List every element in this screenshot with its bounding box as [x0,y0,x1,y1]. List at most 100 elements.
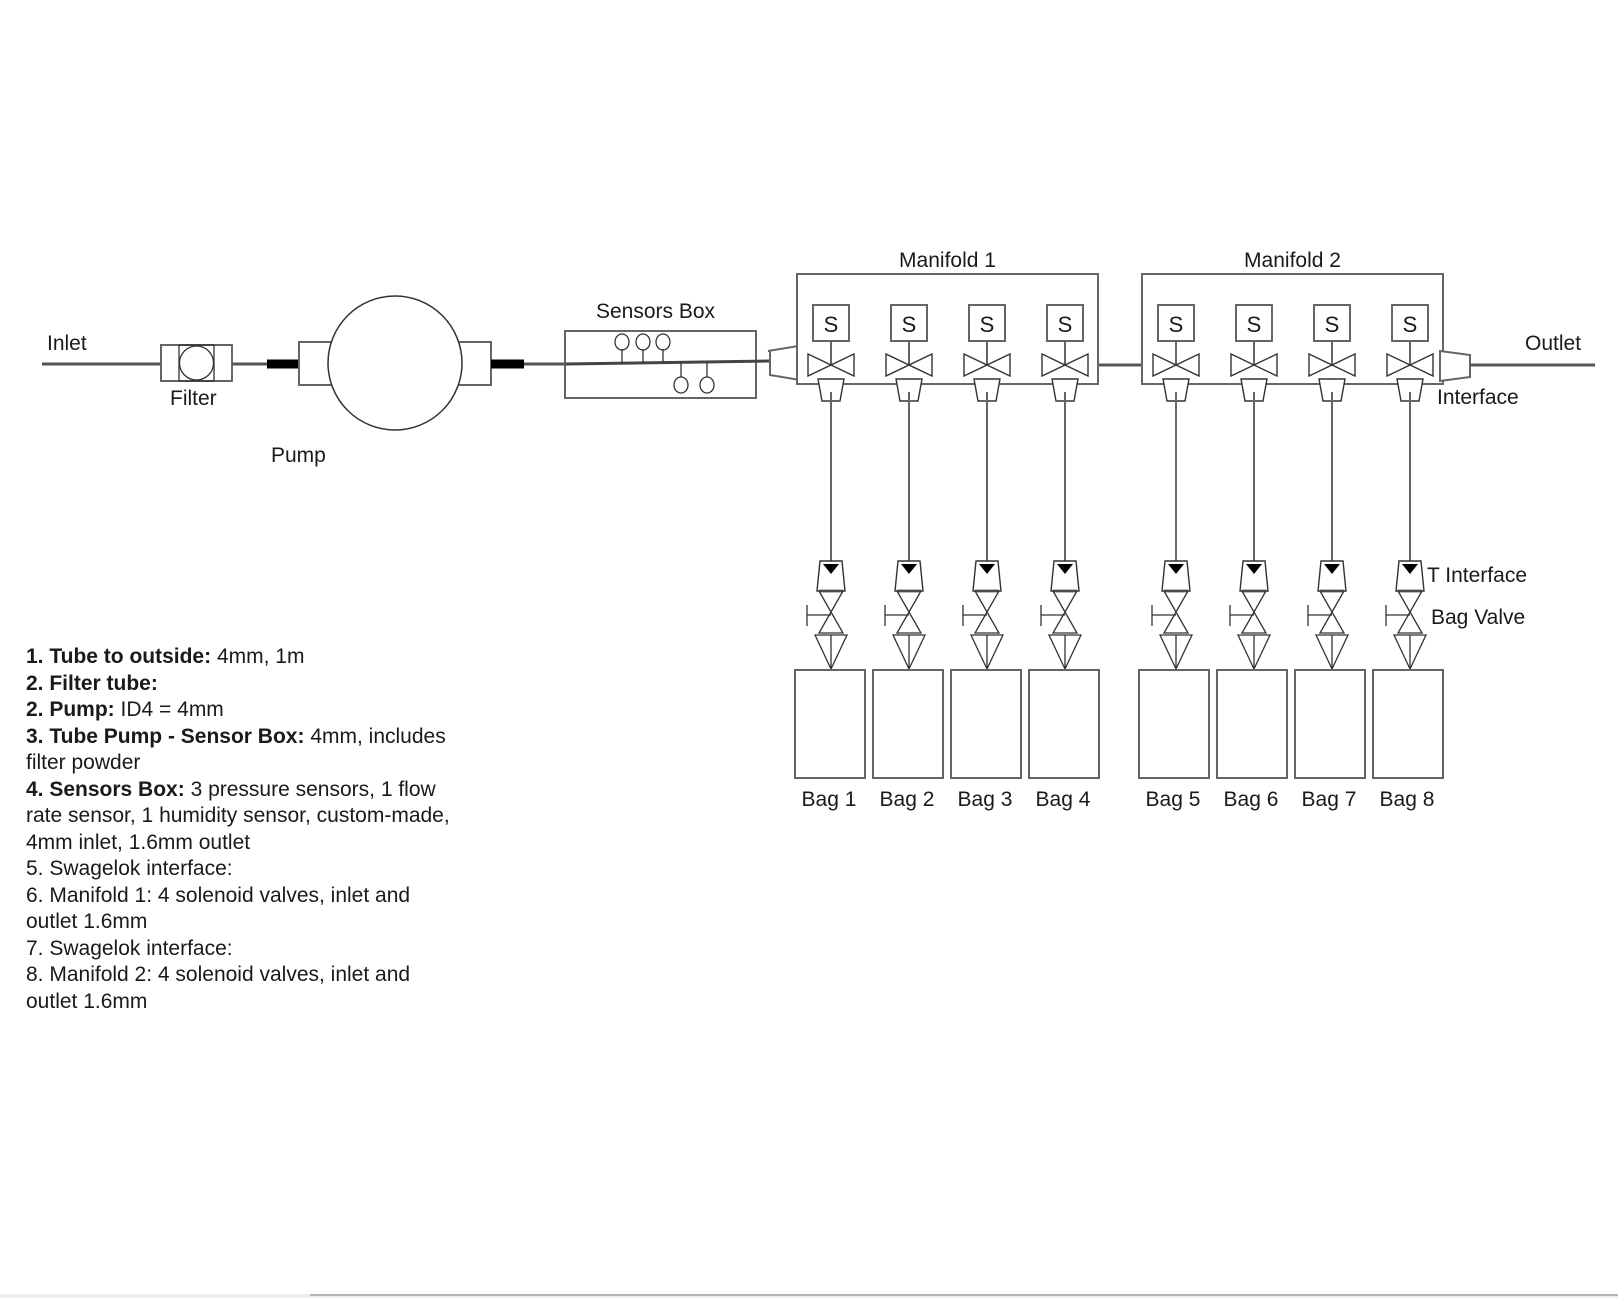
bag-label: Bag 1 [802,788,857,811]
solenoid-label: S [1058,312,1073,337]
flow-arrow-icon [901,564,917,574]
t-interface-icon [1239,560,1269,592]
solenoid-label: S [902,312,917,337]
flow-arrow-icon [1324,564,1340,574]
note-item: 2. Filter tube: [26,671,456,698]
pump-label: Pump [271,444,326,467]
note-heading: 1. Tube to outside: [26,645,212,668]
bag-label: Bag 5 [1146,788,1201,811]
solenoid-valve-icon [885,352,933,378]
bag-label: Bag 7 [1302,788,1357,811]
note-item: 3. Tube Pump - Sensor Box: 4mm, includes… [26,724,456,777]
filter-label: Filter [170,387,217,410]
sensors-box [564,330,771,399]
note-text: 8. Manifold 2: 4 solenoid valves, inlet … [26,963,411,1013]
solenoid-valve-icon [1308,352,1356,378]
solenoid-icon [1235,304,1273,342]
solenoid-valve-icon [1041,352,1089,378]
solenoid-label: S [1325,312,1340,337]
sample-bag [794,669,866,779]
note-item: 5. Swagelok interface: [26,856,456,883]
valve-port-icon [973,378,1001,402]
valve-channel: S Bag 1 [794,304,866,811]
note-heading: 2. Filter tube: [26,671,158,695]
horizontal-scrollbar-thumb[interactable] [310,1294,1618,1296]
valve-port-icon [895,378,923,402]
flow-arrow-icon [1402,564,1418,574]
valve-port-icon [817,378,845,402]
pump-icon [267,295,524,431]
valve-channel: S Bag 5 [1138,304,1210,811]
valve-port-icon [1051,378,1079,402]
horizontal-scrollbar-track[interactable] [0,1294,1618,1298]
t-interface-icon [1161,560,1191,592]
bag-valve-label: Bag Valve [1431,606,1525,629]
t-interface-icon [816,560,846,592]
t-interface-icon [1395,560,1425,592]
bag-valve-icon [1318,590,1346,634]
solenoid-valve-icon [963,352,1011,378]
bag-valve-icon [1396,590,1424,634]
filter-icon [160,344,233,382]
t-interface-icon [972,560,1002,592]
interface-label: Interface [1437,386,1519,409]
note-text: ID4 = 4mm [114,698,224,721]
solenoid-valve-icon [1386,352,1434,378]
sample-bag [1372,669,1444,779]
bag-valve-icon [817,590,845,634]
sample-bag [950,669,1022,779]
solenoid-label: S [1169,312,1184,337]
bag-valve-icon [973,590,1001,634]
note-item: 2. Pump: ID4 = 4mm [26,697,456,724]
note-item: 6. Manifold 1: 4 solenoid valves, inlet … [26,883,456,936]
sample-bag [1028,669,1100,779]
t-interface-label: T Interface [1427,564,1527,587]
flow-arrow-icon [1057,564,1073,574]
valve-port-icon [1318,378,1346,402]
t-interface-icon [1050,560,1080,592]
solenoid-valve-icon [1230,352,1278,378]
note-heading: 4. Sensors Box: [26,777,185,801]
flow-arrow-icon [979,564,995,574]
note-text: 7. Swagelok interface: [26,936,233,960]
note-item: 1. Tube to outside: 4mm, 1m [26,644,456,671]
note-text: 3 pressure sensors, 1 flow rate sensor, … [26,777,450,854]
note-text: 4mm, 1m [211,645,305,668]
bag-valve-icon [1162,590,1190,634]
solenoid-valve-icon [807,352,855,378]
inlet-label: Inlet [47,332,87,355]
solenoid-label: S [824,312,839,337]
bag-valve-icon [1240,590,1268,634]
sample-bag [1294,669,1366,779]
flow-humidity-sensor-icons [673,363,715,394]
sensors-box-label: Sensors Box [596,300,716,323]
outlet-label: Outlet [1525,332,1581,355]
solenoid-icon [1157,304,1195,342]
valve-channel: S Bag 6 [1216,304,1288,811]
flow-arrow-icon [823,564,839,574]
solenoid-icon [1391,304,1429,342]
note-item: 7. Swagelok interface: [26,936,456,963]
pressure-sensor-icons [614,333,671,364]
bag-label: Bag 4 [1036,788,1091,811]
flow-arrow-icon [1246,564,1262,574]
note-text: 4mm, includes filter powder [26,724,446,775]
bag-label: Bag 3 [958,788,1013,811]
solenoid-label: S [1247,312,1262,337]
bag-label: Bag 2 [880,788,935,811]
note-item: 4. Sensors Box: 3 pressure sensors, 1 fl… [26,777,456,857]
solenoid-label: S [1403,312,1418,337]
note-heading: 2. Pump: [26,698,115,721]
sample-bag [1138,669,1210,779]
note-text: 6. Manifold 1: 4 solenoid valves, inlet … [26,883,411,934]
valve-channel: S Bag 7 [1294,304,1366,811]
inlet-interface-icon [767,345,801,382]
bag-label: Bag 6 [1224,788,1279,811]
solenoid-icon [1313,304,1351,342]
